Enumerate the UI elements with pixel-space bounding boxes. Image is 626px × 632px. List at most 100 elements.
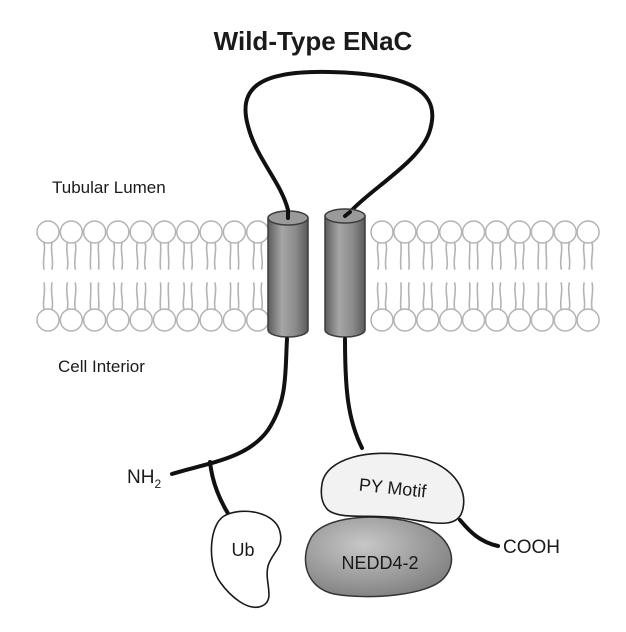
lipid-tail <box>42 242 46 270</box>
n-terminus-base: NH <box>127 467 154 488</box>
lipid-head <box>484 220 509 244</box>
lipid-head <box>106 308 130 332</box>
lipid-head <box>416 308 440 332</box>
nedd4-2-label: NEDD4-2 <box>341 553 418 573</box>
lipid-tail <box>453 242 457 270</box>
lipid-tail <box>65 242 69 270</box>
lipid-tail <box>229 242 232 270</box>
lipid-tail <box>97 242 100 270</box>
lipid-head <box>245 220 270 244</box>
lipid-tail <box>252 282 256 310</box>
lipid-head <box>484 308 509 332</box>
lipid-tail <box>445 282 449 310</box>
lipid-tail <box>545 242 548 270</box>
lipid-tail <box>514 242 517 270</box>
lipid-head <box>530 308 555 332</box>
lipid-head <box>199 220 223 244</box>
lipid-tail <box>135 242 139 270</box>
c-terminal-tail <box>343 337 364 450</box>
lipid-tail <box>384 242 388 270</box>
lipid-tail <box>229 282 232 310</box>
lipid-tail <box>499 282 502 310</box>
lipid-tail <box>453 282 457 310</box>
lipid-tail <box>42 282 46 310</box>
lipid-tail <box>50 242 54 270</box>
lipid-head <box>222 308 247 332</box>
lipid-tail <box>89 242 92 270</box>
lipid-tail <box>399 282 402 310</box>
ubiquitin-shape <box>210 510 282 609</box>
lipid-tail <box>213 242 217 270</box>
transmembrane-helix-1 <box>267 210 309 338</box>
lipid-bilayer <box>36 220 600 332</box>
lipid-tail <box>468 242 471 270</box>
lipid-tail <box>468 282 471 310</box>
lipid-tail <box>559 282 563 310</box>
lipid-tail <box>143 282 147 310</box>
lipid-tail <box>399 242 402 270</box>
lipid-head <box>576 308 600 332</box>
ubiquitin-label: Ub <box>231 540 254 560</box>
lipid-head <box>393 308 417 332</box>
lipid-head <box>36 308 60 332</box>
lipid-tail <box>190 242 194 270</box>
lipid-head <box>152 220 177 244</box>
lipid-head <box>59 220 84 244</box>
transmembrane-helix-2 <box>324 208 366 338</box>
lipid-head <box>222 220 247 244</box>
lipid-tail <box>422 282 426 310</box>
lipid-tail <box>205 282 209 310</box>
lipid-tail <box>407 282 410 310</box>
lipid-tail <box>260 282 264 310</box>
lipid-head <box>106 220 130 244</box>
lipid-tail <box>252 242 256 270</box>
lipid-head <box>507 220 532 244</box>
c-terminal-end <box>458 518 500 548</box>
lipid-head <box>370 308 394 332</box>
lipid-tail <box>407 242 410 270</box>
lipid-tail <box>522 282 525 310</box>
lipid-tail <box>260 242 264 270</box>
lipid-head <box>82 308 107 332</box>
lipid-head <box>416 220 440 244</box>
diagram-title: Wild-Type ENaC <box>214 26 413 56</box>
lipid-tail <box>73 242 77 270</box>
lipid-head <box>507 308 532 332</box>
lipid-tail <box>112 282 116 310</box>
lipid-head <box>461 220 486 244</box>
lipid-tail <box>167 242 170 270</box>
lipid-head <box>553 220 577 244</box>
lipid-tail <box>89 282 92 310</box>
extracellular-loop <box>243 69 435 214</box>
lipid-head <box>461 308 486 332</box>
lipid-tail <box>582 282 586 310</box>
lipid-tail <box>522 242 525 270</box>
lipid-head <box>553 308 577 332</box>
lipid-tail <box>65 282 69 310</box>
lipid-head <box>393 220 417 244</box>
lipid-tail <box>499 242 502 270</box>
lipid-head <box>36 220 60 244</box>
lipid-head <box>176 308 200 332</box>
lipid-tail <box>590 282 594 310</box>
lipid-tail <box>237 242 240 270</box>
lipid-tail <box>430 242 434 270</box>
cell-interior-label: Cell Interior <box>58 357 145 376</box>
lipid-tail <box>182 282 186 310</box>
lipid-tail <box>135 282 139 310</box>
lipid-head <box>438 308 463 332</box>
lipid-tail <box>143 242 147 270</box>
lipid-tail <box>213 282 217 310</box>
lipid-tail <box>167 282 170 310</box>
lipid-tail <box>237 282 240 310</box>
lipid-head <box>370 220 394 244</box>
lipid-tail <box>545 282 548 310</box>
lipid-tail <box>476 282 479 310</box>
lipid-tail <box>205 242 209 270</box>
lipid-head <box>129 220 153 244</box>
tubular-lumen-label: Tubular Lumen <box>52 178 166 197</box>
lipid-head <box>129 308 153 332</box>
lipid-tail <box>590 242 594 270</box>
lipid-tail <box>567 242 571 270</box>
lipid-tail <box>159 282 162 310</box>
